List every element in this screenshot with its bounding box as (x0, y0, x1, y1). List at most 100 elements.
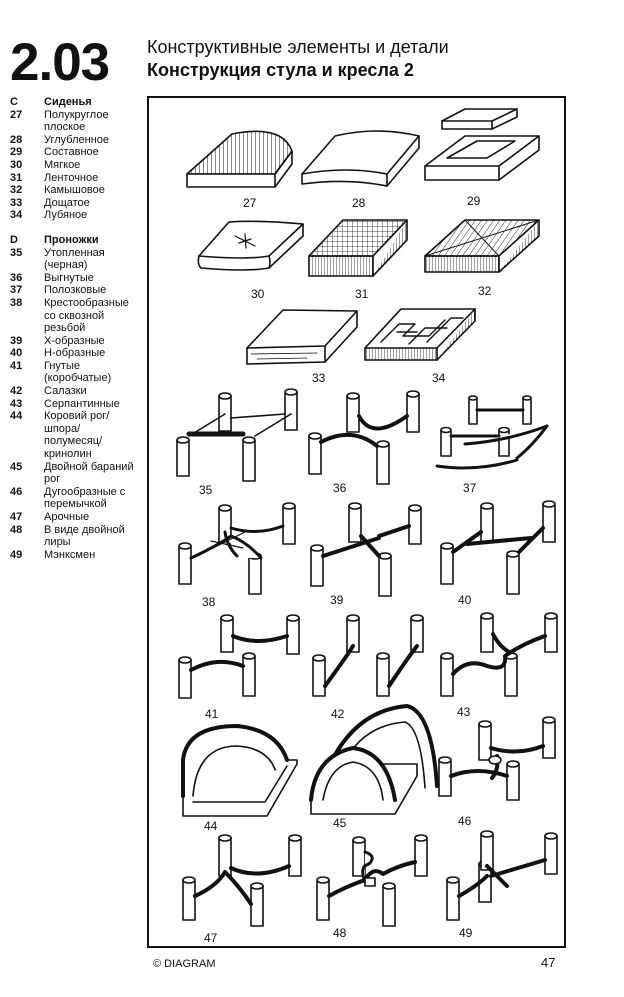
legend-item-number: 44 (10, 410, 23, 423)
seat-33-board (246, 309, 358, 365)
legend-item-label: Гнутые (коробчатые) (44, 359, 112, 385)
legend-item-label: Полукруглое плоское (44, 108, 109, 134)
seat-34-bast (364, 308, 476, 361)
legend-item: 46 Дугообразные с перемычкой (10, 486, 140, 511)
figure-label-29: 29 (467, 194, 481, 208)
figure-label-42: 42 (331, 707, 345, 721)
legend-item-label: Составное (44, 146, 99, 159)
legend-item: 27 Полукруглое плоское (10, 109, 140, 134)
legend-item-number: 29 (10, 146, 23, 159)
figure-label-43: 43 (457, 705, 471, 719)
legend-item-label: В виде двойной лиры (44, 523, 125, 549)
stretcher-37-runner (435, 395, 549, 470)
legend-group-d: 35 Утопленная (черная) 36 Выгнутые 37 Полозко… (10, 247, 140, 562)
legend-item-number: 45 (10, 460, 23, 473)
legend-item-label: Выгнутые (44, 271, 94, 284)
legend-item-number: 46 (10, 485, 23, 498)
stretcher-43-serpentine (440, 612, 558, 697)
page-number: 47 (541, 955, 556, 970)
legend-item-label: Мэнксмен (44, 548, 96, 561)
legend-item-label: Арочные (44, 511, 90, 523)
legend-item-label: Серпантинные (44, 397, 120, 410)
stretcher-36-bowed (308, 390, 420, 485)
legend-item: 49 Мэнксмен (10, 549, 140, 562)
legend-item-number: 27 (10, 108, 23, 121)
legend: C Сиденья 27 Полукруглое плоское 28 Углубле… (10, 96, 140, 561)
illustration-panel: 27 28 29 30 31 32 33 34 35 36 37 38 39 4… (176, 108, 558, 945)
legend-item-label: Мягкое (44, 158, 81, 171)
illustration-frame (147, 96, 566, 948)
legend-item: 29 Составное (10, 146, 140, 159)
legend-item: 33 Дощатое (10, 197, 140, 210)
legend-item: 28 Углубленное (10, 134, 140, 147)
legend-item: 37 Полозковые (10, 284, 140, 297)
figure-label-48: 48 (333, 926, 347, 940)
legend-item-label: Углубленное (44, 133, 110, 146)
seat-31-tape-weave (308, 219, 408, 277)
figure-label-30: 30 (251, 287, 265, 301)
legend-item-number: 47 (10, 511, 23, 523)
stretcher-49-manxman (446, 830, 558, 921)
legend-item-number: 49 (10, 548, 23, 561)
legend-item-label: Камышовое (44, 184, 105, 197)
page-title: Конструктивные элементы и детали (147, 37, 449, 57)
stretcher-35-sunken (176, 388, 298, 482)
legend-item-number: 35 (10, 246, 23, 259)
seat-27-half-round (186, 130, 293, 188)
legend-item: 45 Двойной бараний рог (10, 461, 140, 486)
section-number: 2.03 (10, 33, 110, 92)
legend-item-label: Н-образные (44, 347, 106, 360)
legend-item: 30 Мягкое (10, 159, 140, 172)
stretcher-38-cross-carved (178, 502, 296, 595)
figure-label-32: 32 (478, 284, 492, 298)
figure-label-45: 45 (333, 816, 347, 830)
legend-item-label: Утопленная (черная) (44, 246, 105, 272)
figure-label-37: 37 (463, 481, 477, 495)
figure-label-41: 41 (205, 707, 219, 721)
page-subtitle: Конструкция стула и кресла 2 (147, 60, 414, 80)
copyright: © DIAGRAM (153, 958, 216, 970)
legend-item-number: 48 (10, 523, 23, 536)
legend-item-number: 36 (10, 271, 23, 284)
legend-item-label: Крестообразные со сквозной резьбой (44, 296, 129, 335)
stretcher-46-arched-bridge (438, 716, 556, 801)
legend-item-number: 42 (10, 385, 23, 398)
figure-label-47: 47 (204, 931, 218, 945)
legend-item-number: 37 (10, 284, 23, 297)
figure-label-46: 46 (458, 814, 472, 828)
legend-item-label: Полозковые (44, 284, 107, 297)
legend-item: 48 В виде двойной лиры (10, 524, 140, 549)
stretcher-40-h-shaped (440, 500, 556, 595)
figure-label-39: 39 (330, 593, 344, 607)
legend-item-number: 33 (10, 196, 23, 209)
stretcher-39-x-shaped (310, 502, 422, 597)
stretcher-45-double-ram-horn (309, 704, 439, 815)
legend-item-number: 38 (10, 296, 23, 309)
legend-item-label: Двойной бараний рог (44, 460, 134, 486)
legend-group-header: C Сиденья (10, 96, 92, 108)
figure-label-27: 27 (243, 196, 257, 210)
legend-item-number: 31 (10, 171, 23, 184)
stretcher-47-arched (182, 834, 302, 927)
stretcher-48-double-lyre (316, 834, 428, 927)
legend-item-number: 43 (10, 397, 23, 410)
seat-30-upholstered (197, 220, 304, 271)
legend-item: 47 Арочные (10, 511, 140, 524)
seat-29-composite (424, 108, 540, 181)
figure-label-33: 33 (312, 371, 326, 385)
seat-32-rush (424, 219, 540, 273)
legend-item-label: Дугообразные с перемычкой (44, 485, 126, 511)
legend-item-label: Лубяное (44, 209, 88, 222)
stretcher-42-sledge (312, 614, 424, 697)
legend-item-number: 28 (10, 133, 23, 146)
legend-item-number: 30 (10, 158, 23, 171)
stretcher-44-cow-horn (181, 724, 298, 817)
legend-item-label: Дощатое (44, 196, 90, 209)
figure-label-28: 28 (352, 196, 366, 210)
